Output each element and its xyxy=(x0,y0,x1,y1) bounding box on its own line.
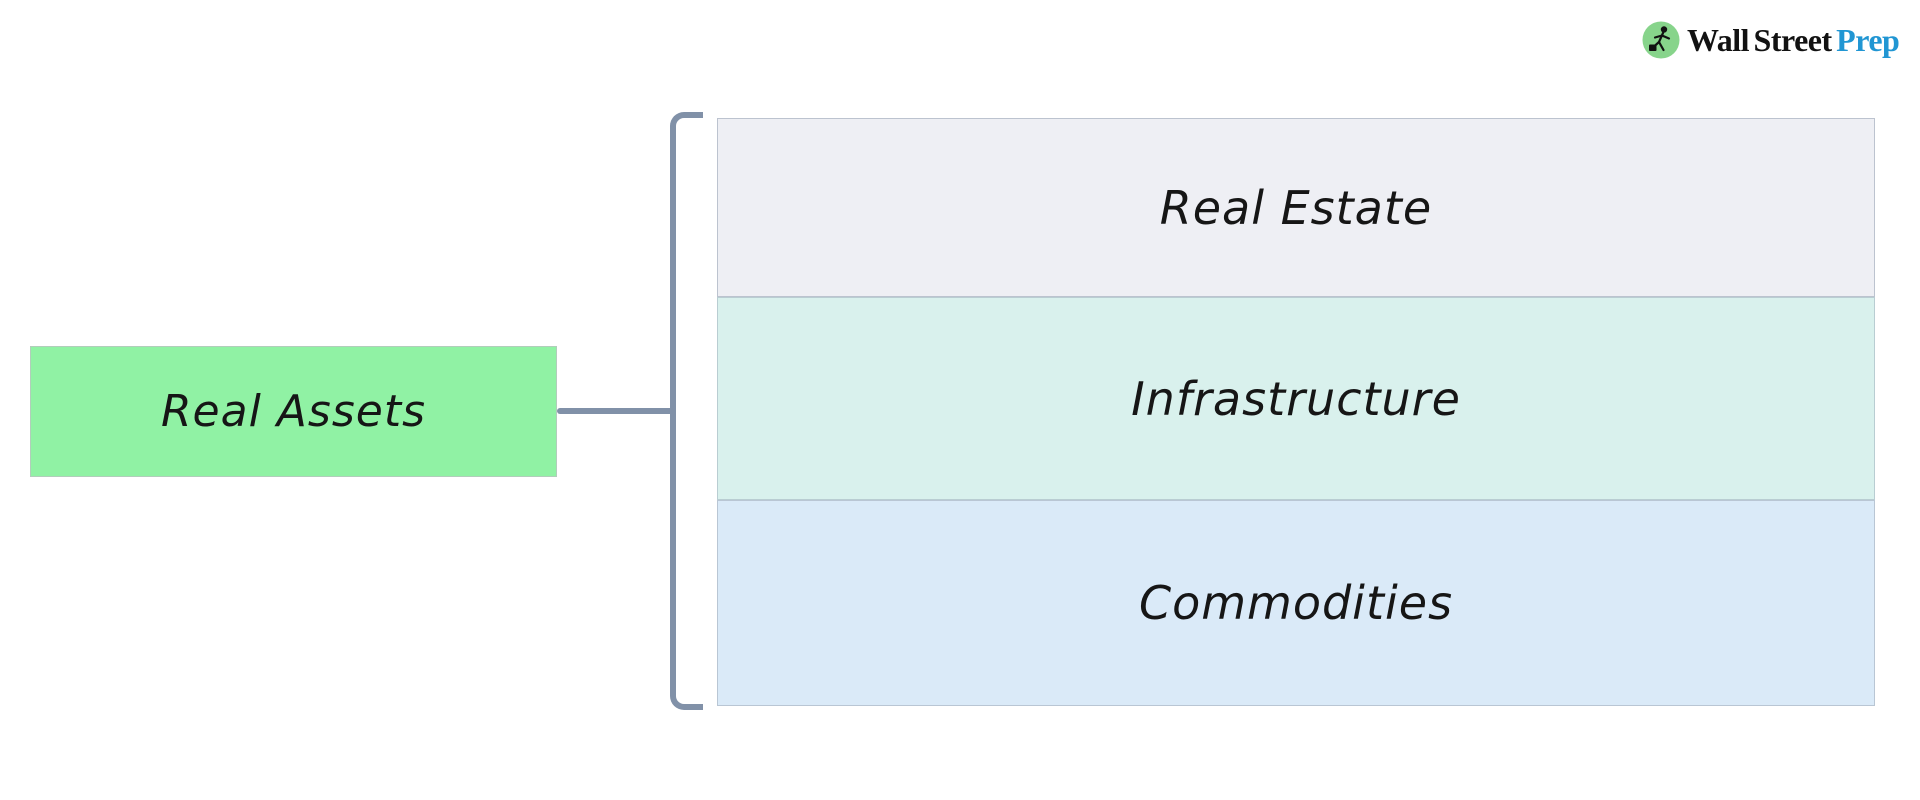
brand-name-black: Wall Street xyxy=(1687,22,1832,58)
child-node-label: Infrastructure xyxy=(1131,371,1461,426)
root-node-label: Real Assets xyxy=(160,386,426,437)
root-node-real-assets: Real Assets xyxy=(30,346,557,477)
child-node-label: Real Estate xyxy=(1159,180,1433,235)
child-node-infrastructure: Infrastructure xyxy=(717,297,1875,500)
brand-logo: Wall Street Prep xyxy=(1642,21,1900,59)
child-node-label: Commodities xyxy=(1138,576,1454,630)
brand-name-accent: Prep xyxy=(1836,22,1900,58)
bracket-connector xyxy=(670,112,703,710)
child-node-commodities: Commodities xyxy=(717,500,1875,706)
runner-icon xyxy=(1642,21,1680,59)
child-node-real-estate: Real Estate xyxy=(717,118,1875,297)
connector-line xyxy=(557,408,673,414)
brand-name: Wall Street Prep xyxy=(1687,21,1900,59)
